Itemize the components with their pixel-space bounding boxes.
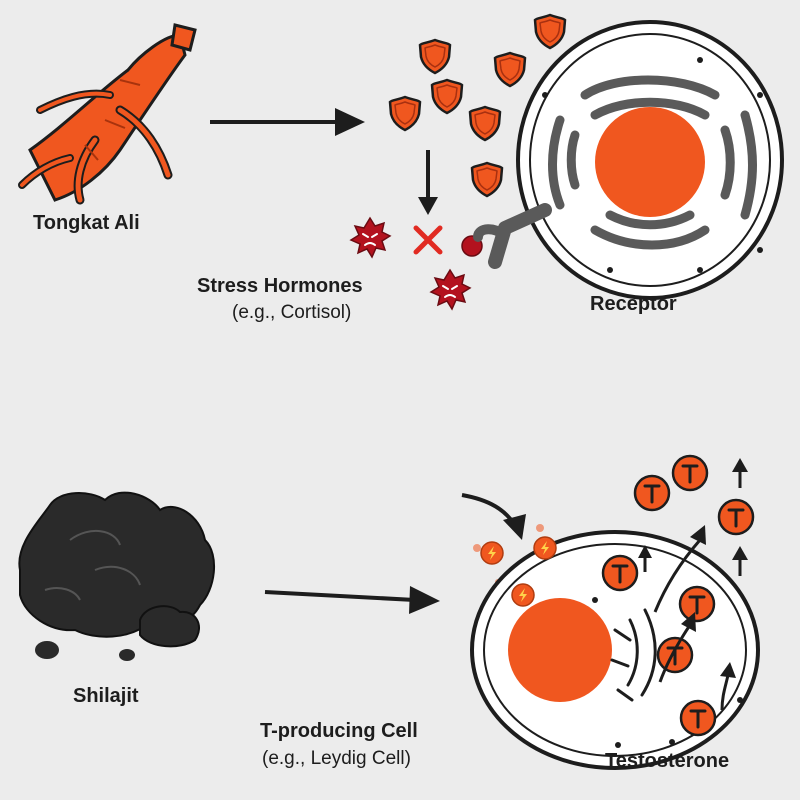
up-arrow-icon-group <box>638 458 748 711</box>
cortisol-example-label: (e.g., Cortisol) <box>232 302 352 323</box>
receptor-cell-icon <box>473 20 784 300</box>
arrow-icon <box>264 586 440 614</box>
shilajit-rock-icon <box>18 491 216 661</box>
x-mark-icon <box>413 225 443 255</box>
leydig-cell-example-label: (e.g., Leydig Cell) <box>262 748 411 769</box>
testosterone-label: Testosterone <box>605 750 730 772</box>
curved-arrow-icon <box>461 493 526 540</box>
tongkat-ali-root-icon <box>18 23 197 205</box>
shilajit-label: Shilajit <box>73 685 139 707</box>
t-producing-cell-label: T-producing Cell <box>260 720 418 742</box>
receptor-label: Receptor <box>590 293 677 315</box>
stress-hormones-label: Stress Hormones <box>197 275 363 297</box>
down-arrow-icon <box>418 150 438 215</box>
tongkat-ali-label: Tongkat Ali <box>33 212 140 234</box>
arrow-icon <box>210 108 365 136</box>
